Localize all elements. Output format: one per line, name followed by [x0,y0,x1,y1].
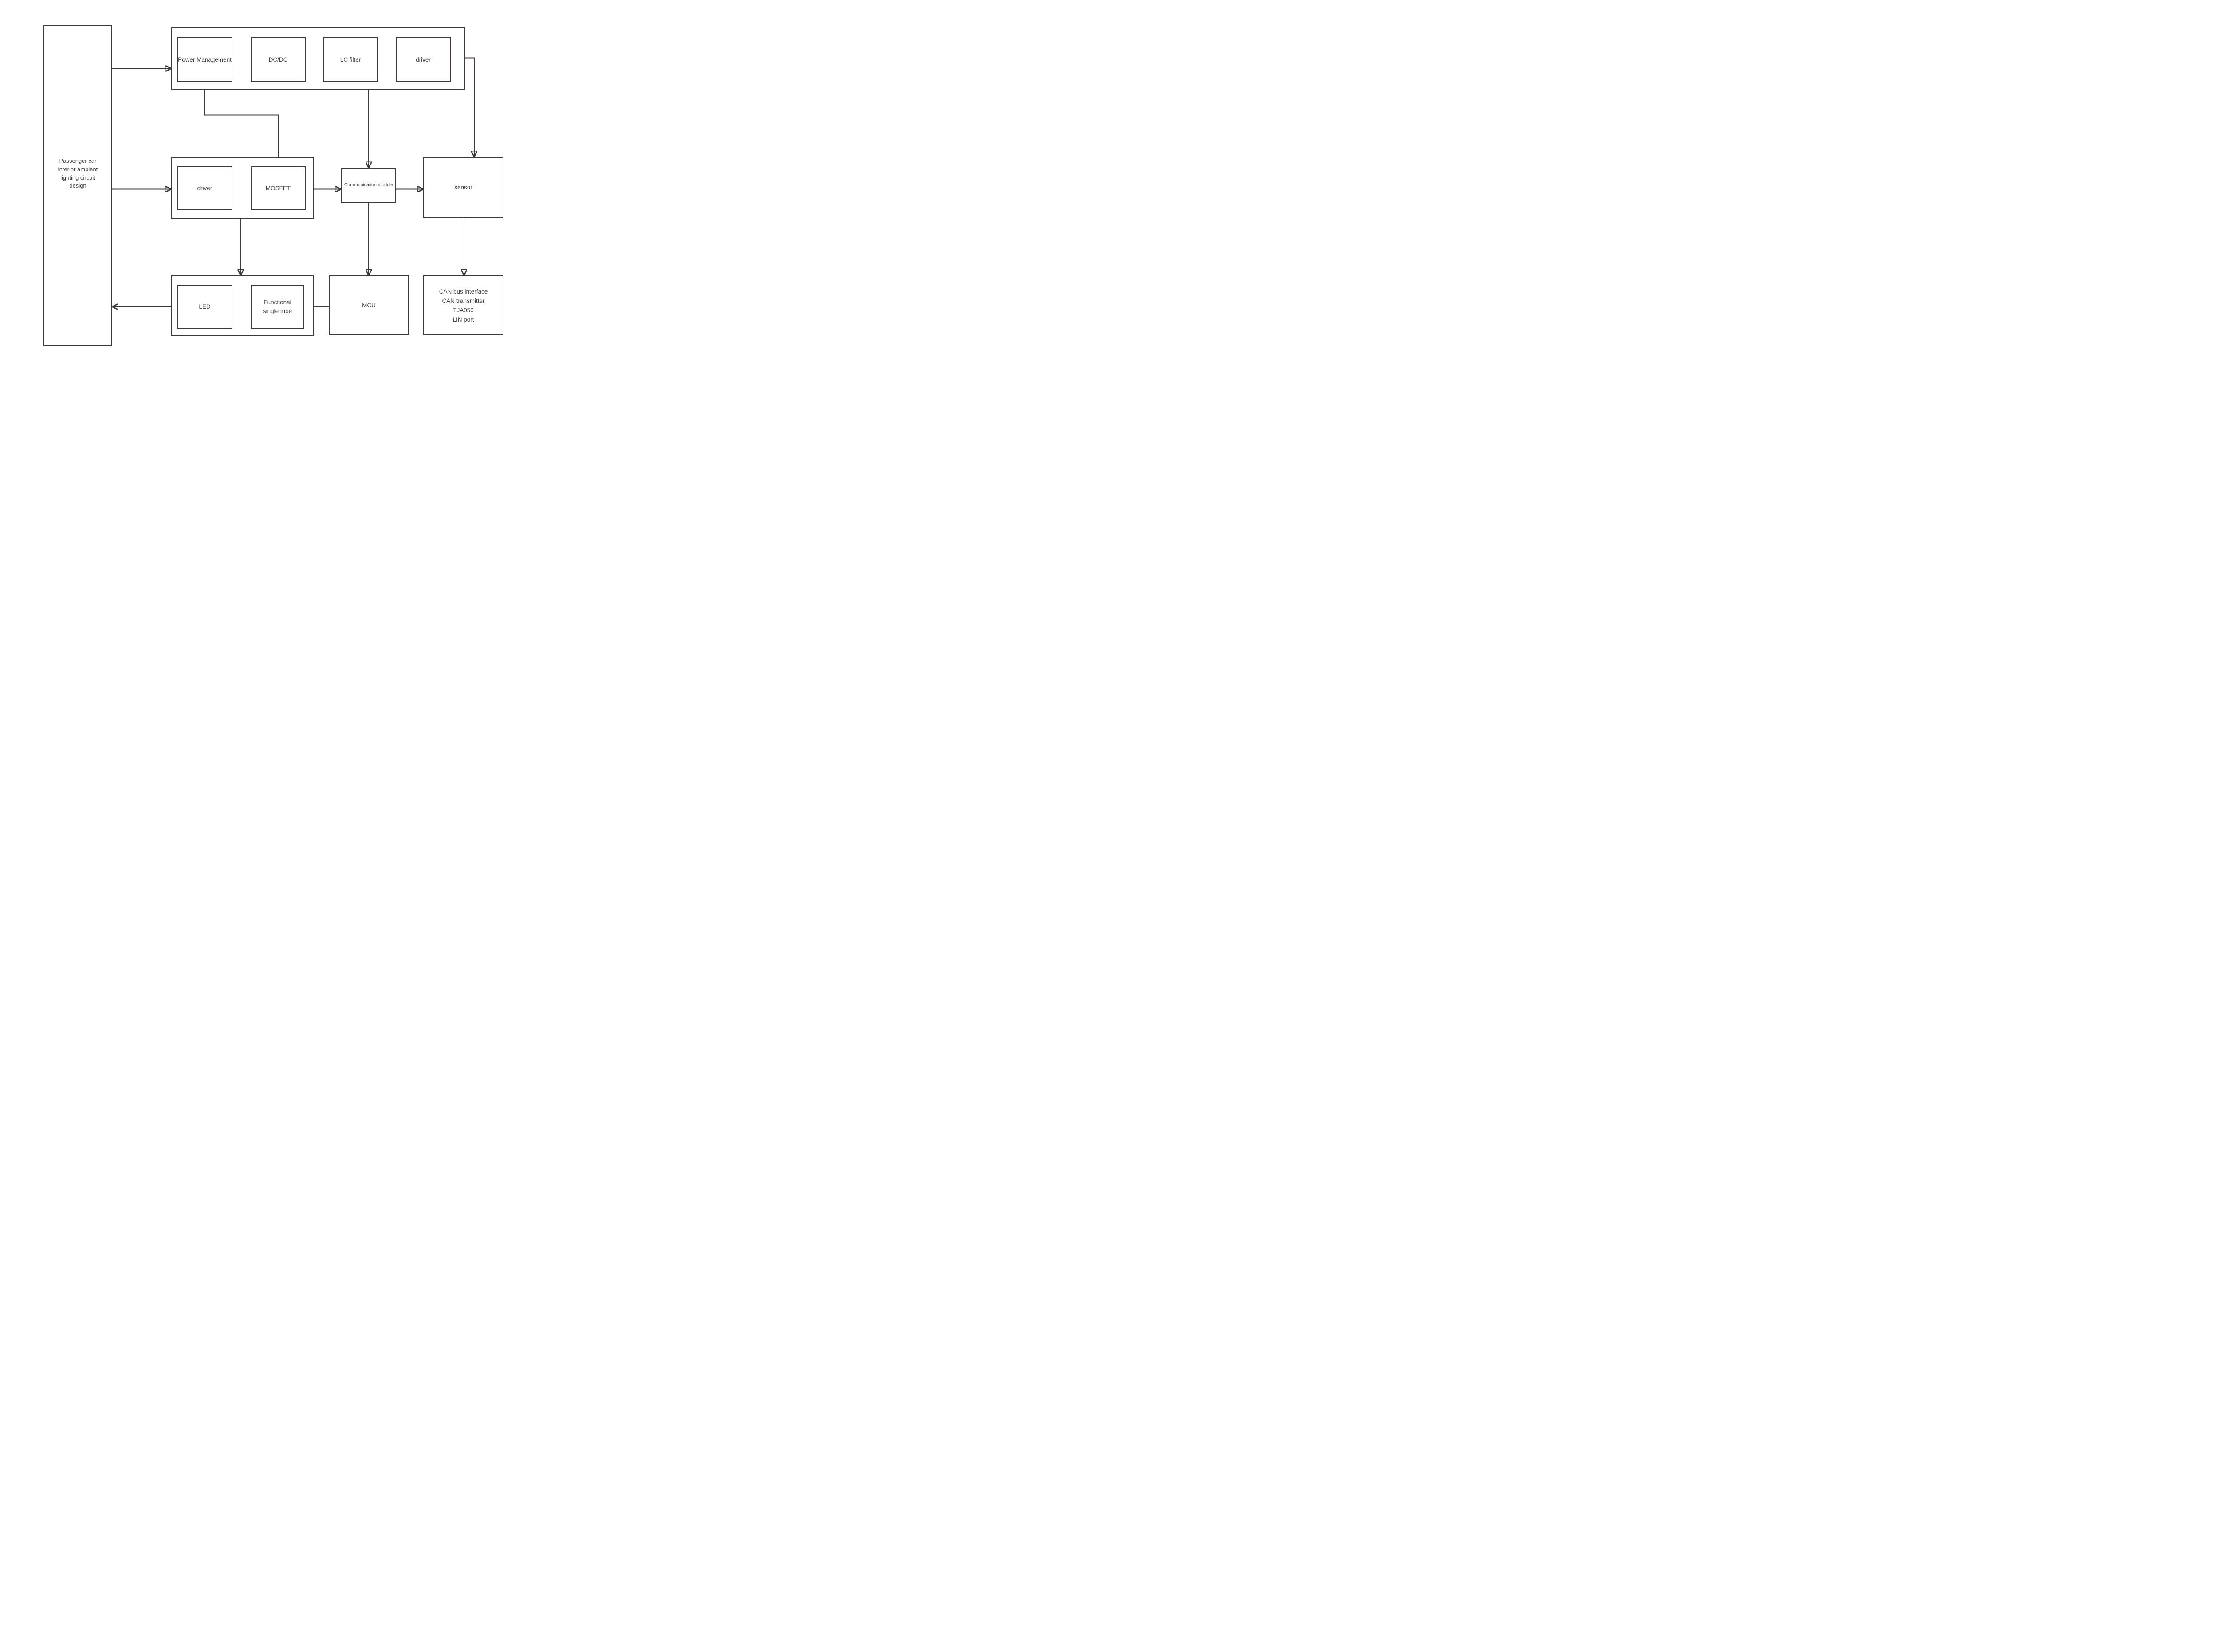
mosfet-label: MOSFET [265,184,291,192]
driver-label: driver [197,184,212,192]
title-box-label: Passenger car interior ambient lighting … [58,157,98,189]
node-led: LED [177,285,232,329]
group-output [171,275,314,336]
group-power [171,27,465,90]
node-power-management: Power Management [177,37,232,82]
dcdc-label: DC/DC [268,56,288,63]
node-dcdc: DC/DC [251,37,306,82]
mcu-label: MCU [362,302,376,309]
node-functional-single-tube: Functional single tube [251,285,304,329]
can-line-3: TJA050 [453,306,474,314]
power-management-label: Power Management [178,56,232,63]
node-sensor: sensor [423,157,503,218]
node-driver-top: driver [396,37,451,82]
driver-top-label: driver [416,56,431,63]
node-can-interface: CAN bus interface CAN transmitter TJA050… [423,275,503,335]
node-mcu: MCU [329,275,409,335]
can-line-4: LIN port [452,316,474,323]
arrow-power-group-to-sensor [465,57,474,157]
sensor-label: sensor [454,184,472,191]
node-driver: driver [177,166,232,210]
node-lc-filter: LC filter [323,37,378,82]
communication-module-label: Communication module [344,182,393,188]
functional-single-tube-label: Functional single tube [263,298,292,314]
node-communication-module: Communication module [341,168,396,203]
led-label: LED [199,303,211,310]
line-power-group-to-drive-group [204,90,279,157]
group-drive [171,157,314,219]
node-title-box: Passenger car interior ambient lighting … [43,25,112,346]
diagram-canvas: Passenger car interior ambient lighting … [0,0,554,413]
node-mosfet: MOSFET [251,166,306,210]
can-interface-label: CAN bus interface CAN transmitter TJA050… [439,287,488,324]
lc-filter-label: LC filter [340,56,361,63]
can-line-1: CAN bus interface [439,288,488,295]
can-line-2: CAN transmitter [442,297,485,304]
